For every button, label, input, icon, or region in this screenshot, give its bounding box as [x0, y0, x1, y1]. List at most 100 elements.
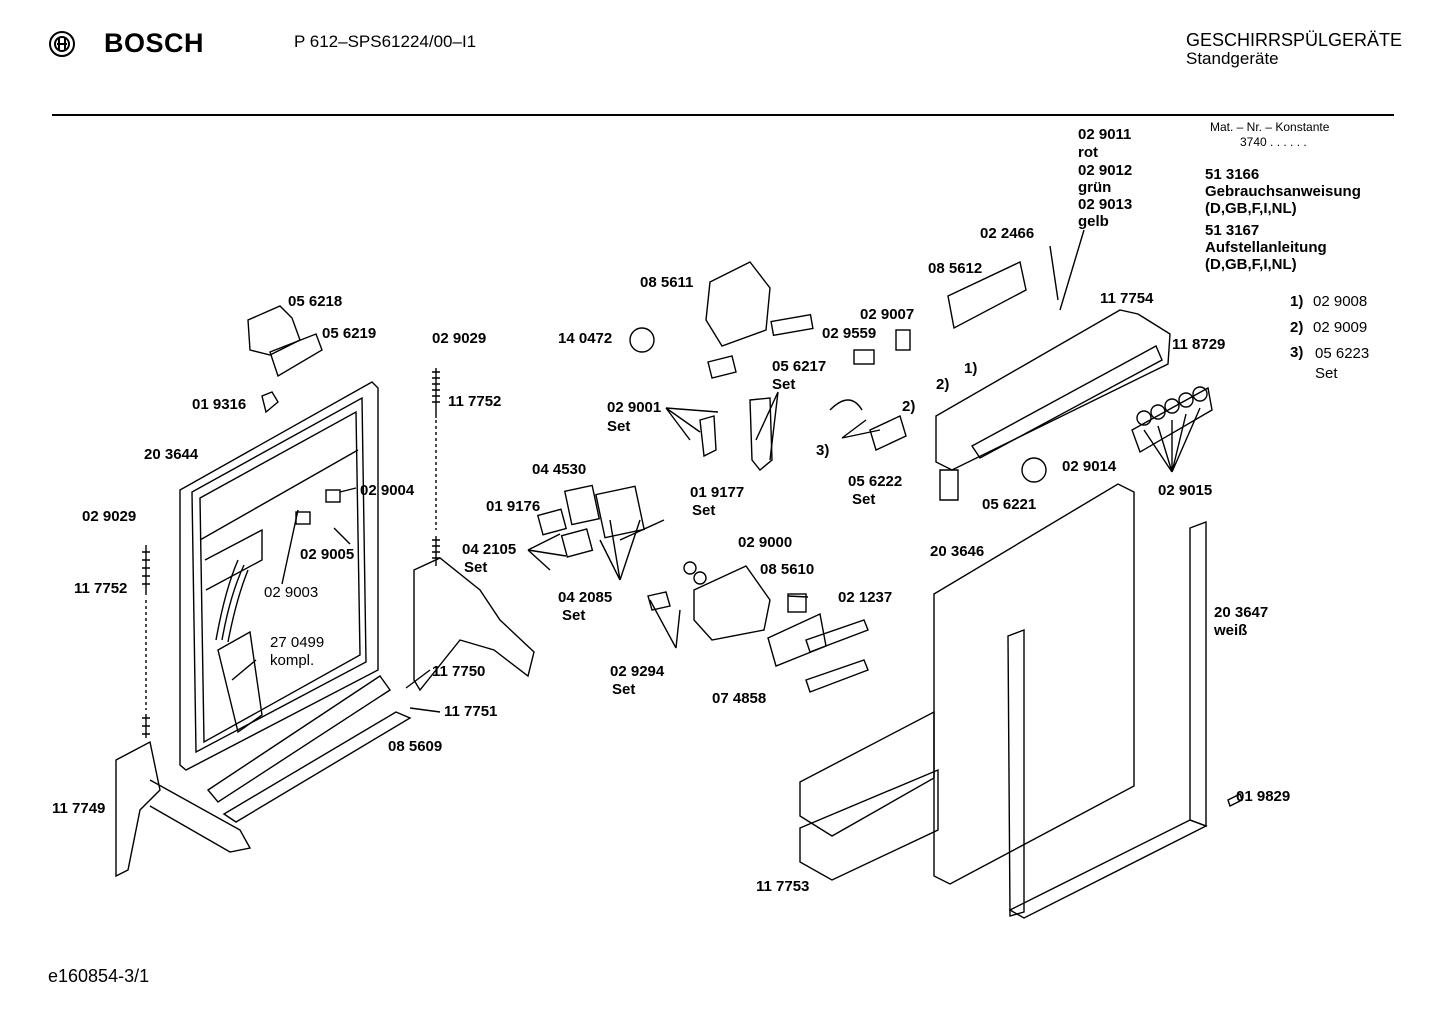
part-label-029004: 02 9004 [360, 482, 415, 499]
part-label-117752-top: 11 7752 [448, 393, 502, 410]
side-panel-shape [933, 483, 1208, 919]
set-label-056222: Set [852, 491, 876, 508]
note-extra-3: Set [1315, 365, 1338, 382]
part-label-029559: 02 9559 [822, 325, 877, 342]
part-label-085610: 08 5610 [760, 561, 815, 578]
part-label-270499: 27 0499 [270, 634, 325, 651]
door-frame-shape [179, 381, 379, 771]
color-label-rot: rot [1078, 144, 1098, 161]
part-label-042105: 04 2105 [462, 541, 517, 558]
dispenser-shape [536, 484, 869, 693]
subcategory: Standgeräte [1186, 49, 1279, 68]
part-label-074858: 07 4858 [712, 690, 767, 707]
note-part-2: 02 9009 [1313, 319, 1368, 336]
set-label-019177: Set [692, 502, 716, 519]
hinge-bracket-shape [115, 557, 535, 878]
color-label-gelb: gelb [1078, 213, 1109, 230]
part-label-029029-left: 02 9029 [82, 508, 137, 525]
mat-header: Mat. – Nr. – Konstante [1210, 120, 1330, 134]
part-label-019316: 01 9316 [192, 396, 247, 413]
timer-knob-shape [629, 327, 655, 353]
set-label-042085: Set [562, 607, 586, 624]
selector-switch-shape [947, 260, 1027, 330]
marker-2a: 2) [936, 376, 950, 393]
set-label-029001: Set [607, 418, 631, 435]
part-label-140472: 14 0472 [558, 330, 613, 347]
note-key-3: 3) [1290, 344, 1304, 361]
part-label-019177: 01 9177 [690, 484, 745, 501]
control-panel-shape [935, 309, 1171, 501]
note-part-3: 05 6223 [1315, 345, 1370, 362]
part-label-117754: 11 7754 [1100, 290, 1154, 307]
part-label-056217: 05 6217 [772, 358, 827, 375]
doc-number-1: 51 3166 [1205, 166, 1260, 183]
model-number: P 612–SPS61224/00–I1 [294, 32, 477, 51]
part-label-044530: 04 4530 [532, 461, 587, 478]
bosch-logo-icon [49, 31, 75, 57]
knob-shape [1021, 457, 1047, 483]
part-label-021237: 02 1237 [838, 589, 893, 606]
doc-title-1: Gebrauchsanweisung [1205, 183, 1361, 200]
color-label-gruen: grün [1078, 179, 1112, 196]
part-label-203644: 20 3644 [144, 446, 199, 463]
part-label-056221: 05 6221 [982, 496, 1037, 513]
timer-shape [705, 261, 771, 347]
document-code: e160854-3/1 [48, 966, 150, 986]
part-label-117749: 11 7749 [52, 800, 106, 817]
part-label-029013: 02 9013 [1078, 196, 1133, 213]
part-label-029029-top: 02 9029 [432, 330, 487, 347]
note-key-1: 1) [1290, 293, 1304, 310]
part-label-029007: 02 9007 [860, 306, 915, 323]
doc-langs-1: (D,GB,F,I,NL) [1205, 200, 1297, 217]
part-label-029011: 02 9011 [1078, 126, 1132, 143]
doc-langs-2: (D,GB,F,I,NL) [1205, 256, 1297, 273]
kompl-label: kompl. [270, 652, 315, 669]
set-label-042105: Set [464, 559, 488, 576]
part-label-029001: 02 9001 [607, 399, 662, 416]
part-label-117751: 11 7751 [444, 703, 498, 720]
part-label-029015: 02 9015 [1158, 482, 1213, 499]
doc-title-2: Aufstellanleitung [1205, 239, 1327, 256]
part-label-029003: 02 9003 [264, 584, 319, 601]
header-rule [52, 114, 1394, 116]
part-label-029014: 02 9014 [1062, 458, 1117, 475]
plinth-shape [799, 710, 935, 837]
door-lock-shape [247, 305, 323, 414]
part-label-029005: 02 9005 [300, 546, 355, 563]
part-label-029012: 02 9012 [1078, 162, 1133, 179]
note-part-1: 02 9008 [1313, 293, 1368, 310]
part-label-203647: 20 3647 [1214, 604, 1269, 621]
part-label-029000: 02 9000 [738, 534, 793, 551]
part-label-085609: 08 5609 [388, 738, 443, 755]
part-label-203646: 20 3646 [930, 543, 985, 560]
part-label-117750: 11 7750 [432, 663, 486, 680]
knob-row-shape [1131, 386, 1213, 454]
part-label-056219: 05 6219 [322, 325, 377, 342]
category: GESCHIRRSPÜLGERÄTE [1186, 30, 1403, 50]
wiring-harness-shape [215, 559, 263, 734]
part-label-022466: 02 2466 [980, 225, 1035, 242]
part-label-118729: 11 8729 [1172, 336, 1226, 353]
part-label-019176: 01 9176 [486, 498, 541, 515]
set-label-056217: Set [772, 376, 796, 393]
mat-value: 3740 . . . . . . [1240, 135, 1307, 149]
part-label-085612: 08 5612 [928, 260, 983, 277]
brand-name: BOSCH [104, 28, 205, 58]
marker-2b: 2) [902, 398, 916, 415]
part-label-056218: 05 6218 [288, 293, 343, 310]
marker-3: 3) [816, 442, 830, 459]
part-label-042085: 04 2085 [558, 589, 613, 606]
part-label-019829: 01 9829 [1236, 788, 1291, 805]
set-label-029294: Set [612, 681, 636, 698]
part-label-117752-left: 11 7752 [74, 580, 128, 597]
marker-1: 1) [964, 360, 978, 377]
note-key-2: 2) [1290, 319, 1304, 336]
part-label-056222: 05 6222 [848, 473, 903, 490]
part-label-029294: 02 9294 [610, 663, 665, 680]
doc-number-2: 51 3167 [1205, 222, 1260, 239]
color-label-weiss: weiß [1214, 622, 1248, 639]
part-label-117753: 11 7753 [756, 878, 810, 895]
part-label-085611: 08 5611 [640, 274, 694, 291]
spring-shape [142, 368, 440, 738]
